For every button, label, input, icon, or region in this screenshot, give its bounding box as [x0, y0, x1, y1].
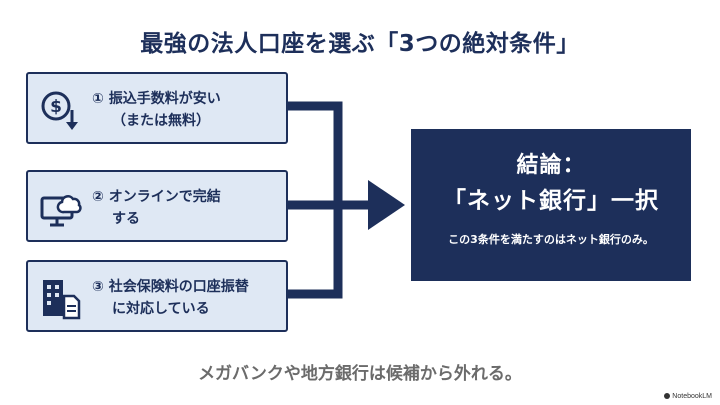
footer-note: メガバンクや地方銀行は候補から外れる。 — [198, 364, 522, 384]
condition-2-line2: する — [112, 211, 140, 227]
money-down-icon: $ — [41, 91, 78, 130]
condition-card-3: ③ 社会保険料の口座振替 に対応している — [26, 260, 288, 332]
brand-logo-icon — [664, 393, 671, 400]
condition-card-1: $ ① 振込手数料が安い （または無料） — [26, 72, 288, 144]
brand-watermark: NotebookLM — [664, 393, 712, 400]
condition-3-line2: に対応している — [112, 301, 210, 317]
conclusion-box: 結論： 「ネット銀行」一択 この3条件を満たすのはネット銀行のみ。 — [411, 129, 691, 281]
monitor-cloud-icon — [40, 195, 82, 227]
conclusion-subtext: この3条件を満たすのはネット銀行のみ。 — [448, 233, 654, 246]
condition-card-2: ② オンラインで完結 する — [26, 170, 288, 242]
condition-2-line1: ② オンラインで完結 — [92, 189, 221, 205]
conclusion-heading-2: 「ネット銀行」一択 — [443, 188, 659, 214]
building-document-icon — [43, 280, 81, 320]
svg-text:$: $ — [50, 97, 62, 117]
arrow-head — [368, 180, 405, 230]
brand-label: NotebookLM — [672, 393, 712, 400]
condition-1-line2: （または無料） — [112, 113, 210, 129]
condition-1-line1: ① 振込手数料が安い — [92, 91, 221, 107]
slide-title: 最強の法人口座を選ぶ「3つの絶対条件」 — [140, 31, 580, 57]
condition-3-line1: ③ 社会保険料の口座振替 — [92, 279, 249, 295]
conclusion-heading-1: 結論： — [516, 153, 586, 178]
